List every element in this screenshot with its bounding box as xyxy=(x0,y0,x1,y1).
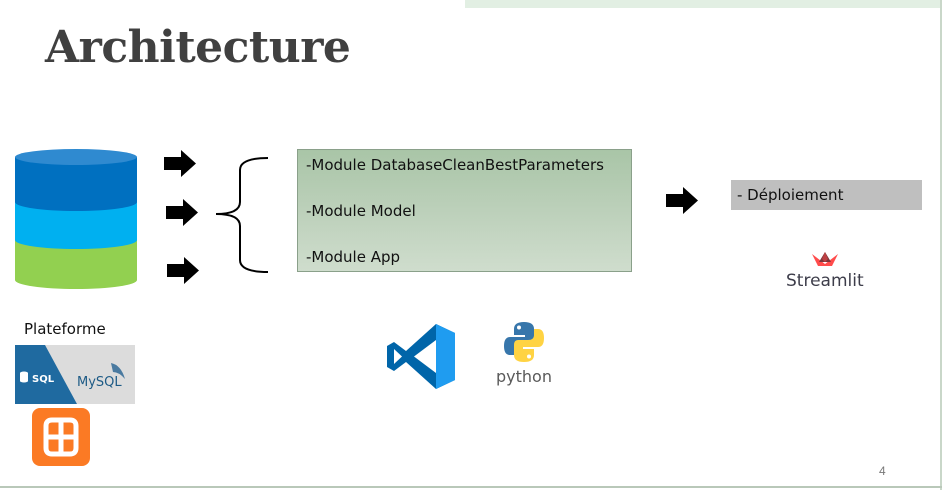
arrow-icon-1 xyxy=(164,150,196,177)
arrow-icon-4 xyxy=(666,187,698,214)
arrow-icon-3 xyxy=(167,257,199,284)
modules-box: -Module DatabaseCleanBestParameters -Mod… xyxy=(297,149,632,272)
mysql-logo-text: MySQL xyxy=(77,375,122,390)
python-logo: python xyxy=(492,320,562,390)
python-snake-icon xyxy=(504,322,544,362)
module-model: -Module Model xyxy=(306,202,416,220)
sql-logo-text: SQL xyxy=(32,374,55,385)
module-app: -Module App xyxy=(306,248,401,266)
platform-label: Plateforme xyxy=(24,320,106,338)
vscode-logo-icon xyxy=(387,324,455,389)
bottom-edge-line xyxy=(0,486,942,488)
sql-mysql-logo: SQL MySQL xyxy=(15,345,135,404)
streamlit-logo: Streamlit xyxy=(786,250,866,294)
page-number: 4 xyxy=(879,464,886,478)
streamlit-wordmark: Streamlit xyxy=(786,271,864,291)
deployment-label: - Déploiement xyxy=(737,186,844,204)
module-database: -Module DatabaseCleanBestParameters xyxy=(306,156,604,174)
xampp-logo-icon xyxy=(32,408,90,466)
database-stack-icon xyxy=(15,149,137,289)
curly-brace-icon xyxy=(215,157,269,273)
python-wordmark: python xyxy=(496,367,552,386)
streamlit-crown-icon xyxy=(812,252,838,266)
right-edge-line xyxy=(940,0,942,490)
deployment-box: - Déploiement xyxy=(731,180,922,210)
arrow-icon-2 xyxy=(166,199,198,226)
slide-title: Architecture xyxy=(45,22,351,73)
top-decor-band xyxy=(465,0,942,8)
